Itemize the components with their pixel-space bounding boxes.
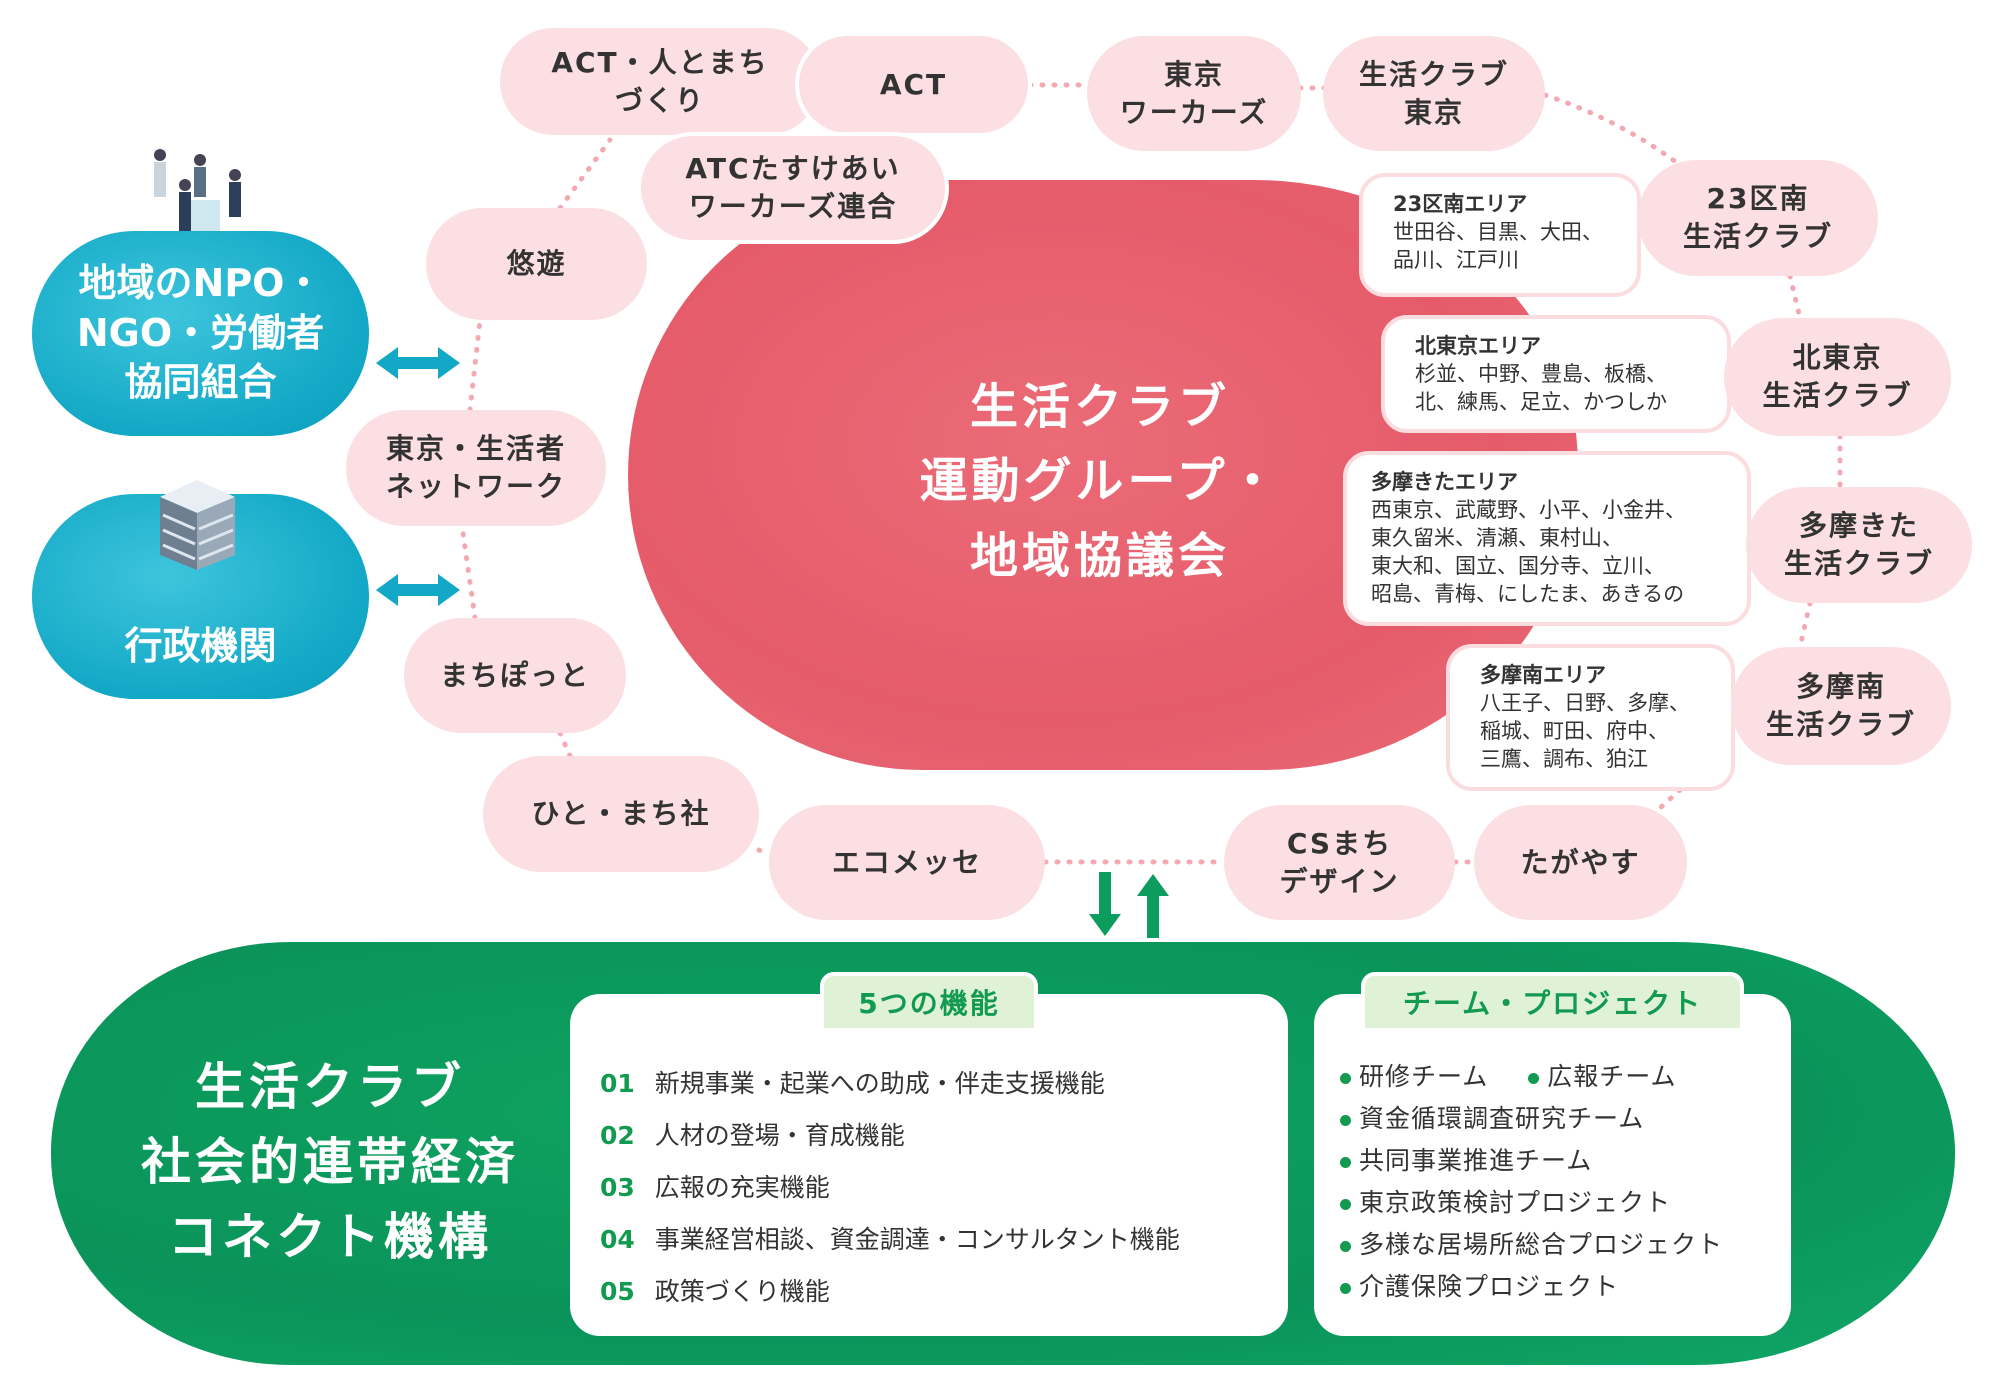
area-cities: 八王子、日野、多摩、 稲城、町田、府中、 三鷹、調布、狛江 [1480, 690, 1690, 771]
group-cs-machi-design: CSまち デザイン [1224, 805, 1455, 920]
people-meeting-icon [154, 149, 241, 242]
group-yuyu: 悠遊 [426, 208, 647, 320]
club-23ku-south: 23区南 生活クラブ [1638, 160, 1878, 276]
group-tokyo-workers: 東京 ワーカーズ [1087, 36, 1301, 151]
club-tama-south: 多摩南 生活クラブ [1731, 647, 1951, 765]
teams-panel: 研修チーム広報チーム 資金循環調査研究チーム 共同事業推進チーム 東京政策検討プ… [1314, 994, 1791, 1336]
government-label: 行政機関 [124, 623, 277, 668]
group-act: ACT [795, 32, 1032, 137]
office-building-icon [160, 480, 235, 570]
area-title: 北東京エリア [1415, 334, 1541, 358]
area-cities: 西東京、武蔵野、小平、小金井、 東久留米、清瀬、東村山、 東大和、国立、国分寺、… [1371, 497, 1686, 606]
area-box-kita-tokyo: 北東京エリア杉並、中野、豊島、板橋、 北、練馬、足立、かつしか [1381, 315, 1731, 433]
npo-ngo-blob: 地域のNPO・ NGO・労働者 協同組合 [32, 231, 369, 436]
group-atc: ATCたすけあい ワーカーズ連合 [637, 132, 949, 244]
functions-tab: 5つの機能 [820, 972, 1038, 1032]
club-tama-kita: 多摩きた 生活クラブ [1746, 487, 1972, 603]
area-box-23ku-south: 23区南エリア世田谷、目黒、大田、 品川、江戸川 [1359, 173, 1641, 297]
group-act-hitomachi: ACT・人とまち づくり [500, 28, 820, 135]
area-title: 23区南エリア [1393, 192, 1528, 216]
group-network: 東京・生活者 ネットワーク [346, 410, 606, 526]
up-down-arrows-icon [1089, 872, 1169, 938]
team-item: 資金循環調査研究チーム [1340, 1099, 1644, 1135]
area-title: 多摩きたエリア [1371, 470, 1518, 494]
area-box-tama-kita: 多摩きたエリア西東京、武蔵野、小平、小金井、 東久留米、清瀬、東村山、 東大和、… [1343, 451, 1751, 626]
group-ecomesse: エコメッセ [769, 805, 1045, 920]
team-item: 多様な居場所総合プロジェクト [1340, 1225, 1723, 1261]
area-title: 多摩南エリア [1480, 663, 1606, 687]
double-arrow-icon [376, 574, 460, 606]
teams-tab: チーム・プロジェクト [1361, 972, 1744, 1032]
team-item: 共同事業推進チーム [1340, 1141, 1592, 1177]
area-cities: 世田谷、目黒、大田、 品川、江戸川 [1393, 219, 1603, 272]
double-arrow-icon [376, 347, 460, 379]
government-blob: 行政機関 [32, 494, 369, 699]
group-tagayasu: たがやす [1474, 805, 1687, 920]
central-title: 生活クラブ 運動グループ・ 地域協議会 [919, 379, 1281, 584]
connect-org-title: 生活クラブ 社会的連帯経済 コネクト機構 [141, 1058, 519, 1266]
group-hitomachi-sha: ひと・まち社 [483, 756, 759, 872]
team-item: 介護保険プロジェクト [1340, 1267, 1619, 1303]
area-cities: 杉並、中野、豊島、板橋、 北、練馬、足立、かつしか [1415, 361, 1667, 414]
area-box-tama-south: 多摩南エリア八王子、日野、多摩、 稲城、町田、府中、 三鷹、調布、狛江 [1446, 644, 1735, 791]
group-machipot: まちぽっと [404, 618, 626, 733]
team-item: 研修チーム広報チーム [1340, 1057, 1677, 1093]
group-seikatsu-club-tokyo: 生活クラブ 東京 [1323, 36, 1545, 151]
club-kita-tokyo: 北東京 生活クラブ [1724, 318, 1951, 436]
team-item: 東京政策検討プロジェクト [1340, 1183, 1671, 1219]
